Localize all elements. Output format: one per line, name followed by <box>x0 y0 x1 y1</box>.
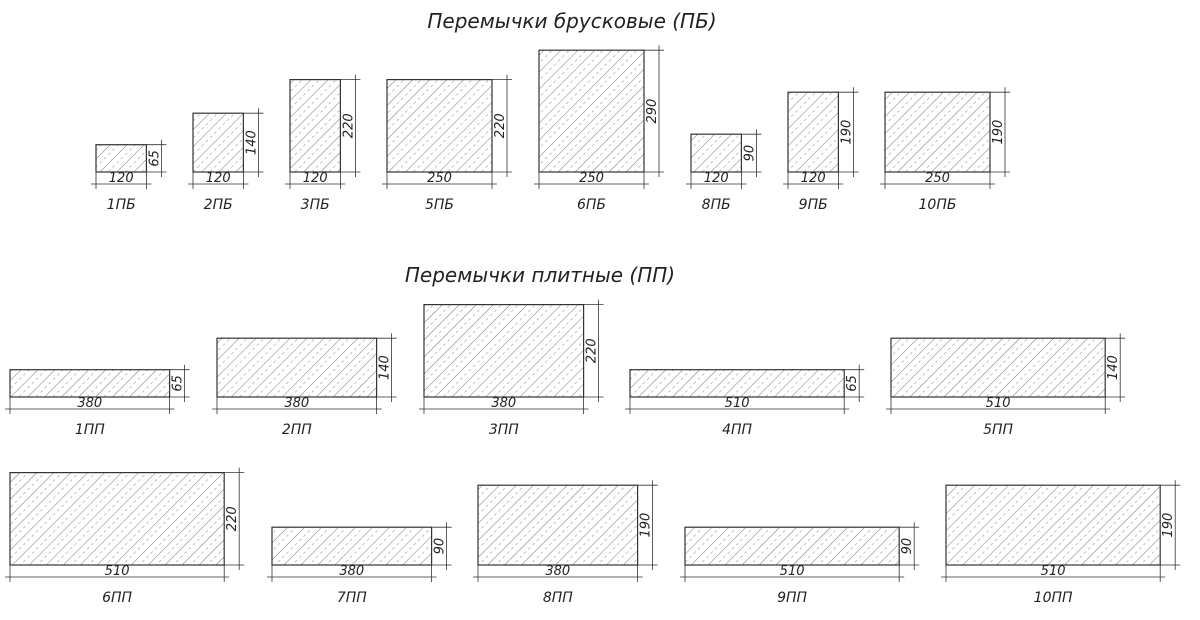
lintel-section: 120 65 1ПБ <box>91 139 167 213</box>
lintel-section: 380 190 8ПП <box>473 480 658 606</box>
lintel-cross-section <box>538 49 645 173</box>
height-dimension-label: 65 <box>171 375 186 392</box>
width-dimension-label: 510 <box>780 564 805 579</box>
lintel-section: 250 290 6ПБ <box>534 45 664 213</box>
lintel-cross-section <box>787 91 840 173</box>
width-dimension-label: 120 <box>303 171 328 186</box>
lintel-name: 9ПП <box>777 590 807 606</box>
lintel-cross-section <box>192 112 245 173</box>
lintel-name: 10ПП <box>1034 590 1073 606</box>
lintel-cross-section <box>477 484 639 566</box>
width-dimension-label: 380 <box>545 564 570 579</box>
width-dimension-label: 120 <box>801 171 826 186</box>
lintel-name: 8ПБ <box>702 197 731 213</box>
height-dimension-label: 220 <box>585 338 600 363</box>
lintel-cross-section <box>945 484 1161 566</box>
width-dimension-label: 380 <box>339 564 364 579</box>
lintel-section: 510 90 9ПП <box>680 522 920 606</box>
lintel-name: 3ПБ <box>301 197 330 213</box>
lintel-name: 7ПП <box>337 590 367 606</box>
height-dimension-label: 140 <box>244 130 259 155</box>
lintel-cross-section <box>95 144 148 173</box>
height-dimension-label: 65 <box>845 375 860 392</box>
lintel-cross-section <box>386 78 493 173</box>
height-dimension-label: 190 <box>839 120 854 145</box>
height-dimension-label: 290 <box>645 99 660 124</box>
width-dimension-label: 380 <box>284 396 309 411</box>
width-dimension-label: 250 <box>925 171 950 186</box>
lintel-cross-section <box>216 337 378 398</box>
lintel-section: 510 190 10ПП <box>941 480 1181 606</box>
lintel-cross-section <box>890 337 1106 398</box>
lintel-name: 3ПП <box>489 422 519 438</box>
lintel-section: 250 190 10ПБ <box>880 87 1010 213</box>
width-dimension-label: 380 <box>491 396 516 411</box>
lintel-name: 5ПП <box>983 422 1013 438</box>
height-dimension-label: 140 <box>378 355 393 380</box>
height-dimension-label: 90 <box>900 538 915 555</box>
lintel-name: 6ПБ <box>577 197 606 213</box>
lintel-name: 5ПБ <box>425 197 454 213</box>
lintel-cross-section <box>629 369 845 398</box>
width-dimension-label: 380 <box>77 396 102 411</box>
lintel-section: 380 140 2ПП <box>212 333 397 438</box>
width-dimension-label: 510 <box>725 396 750 411</box>
lintel-cross-section <box>684 526 900 566</box>
lintel-cross-section <box>9 472 225 566</box>
height-dimension-label: 190 <box>991 120 1006 145</box>
height-dimension-label: 220 <box>493 113 508 138</box>
width-dimension-label: 120 <box>704 171 729 186</box>
pp-section-title: Перемычки плитные (ПП) <box>405 263 675 287</box>
width-dimension-label: 250 <box>579 171 604 186</box>
lintel-cross-section <box>9 369 171 398</box>
height-dimension-label: 220 <box>225 506 240 531</box>
height-dimension-label: 90 <box>742 145 757 162</box>
height-dimension-label: 90 <box>433 538 448 555</box>
lintel-section: 380 65 1ПП <box>5 364 190 438</box>
lintel-cross-section <box>884 91 991 173</box>
height-dimension-label: 190 <box>1161 513 1176 538</box>
lintel-cross-section <box>289 78 342 173</box>
lintel-name: 2ПП <box>282 422 312 438</box>
lintel-name: 1ПБ <box>107 197 136 213</box>
lintel-name: 6ПП <box>102 590 132 606</box>
width-dimension-label: 250 <box>427 171 452 186</box>
pb-section-title: Перемычки брусковые (ПБ) <box>427 9 716 33</box>
lintel-section: 510 220 6ПП <box>5 467 245 606</box>
lintel-cross-section <box>423 304 585 398</box>
lintel-name: 4ПП <box>722 422 752 438</box>
height-dimension-label: 190 <box>639 513 654 538</box>
lintel-name: 1ПП <box>75 422 105 438</box>
lintel-name: 10ПБ <box>919 197 957 213</box>
lintel-name: 8ПП <box>543 590 573 606</box>
lintel-section: 120 220 3ПБ <box>285 74 361 213</box>
lintel-name: 2ПБ <box>204 197 233 213</box>
width-dimension-label: 120 <box>206 171 231 186</box>
height-dimension-label: 65 <box>147 150 162 167</box>
width-dimension-label: 120 <box>109 171 134 186</box>
lintel-section: 120 140 2ПБ <box>188 108 264 213</box>
height-dimension-label: 220 <box>341 113 356 138</box>
lintel-section: 120 190 9ПБ <box>783 87 859 213</box>
width-dimension-label: 510 <box>1041 564 1066 579</box>
lintel-section: 120 90 8ПБ <box>686 129 762 213</box>
lintel-section: 380 220 3ПП <box>419 299 604 438</box>
width-dimension-label: 510 <box>105 564 130 579</box>
lintel-name: 9ПБ <box>799 197 828 213</box>
lintel-section: 250 220 5ПБ <box>382 74 512 213</box>
lintel-cross-section <box>271 526 433 566</box>
lintel-section: 510 65 4ПП <box>625 364 865 438</box>
lintel-cross-section <box>690 133 743 173</box>
height-dimension-label: 140 <box>1106 355 1121 380</box>
lintel-section: 510 140 5ПП <box>886 333 1126 438</box>
width-dimension-label: 510 <box>986 396 1011 411</box>
lintel-section: 380 90 7ПП <box>267 522 452 606</box>
